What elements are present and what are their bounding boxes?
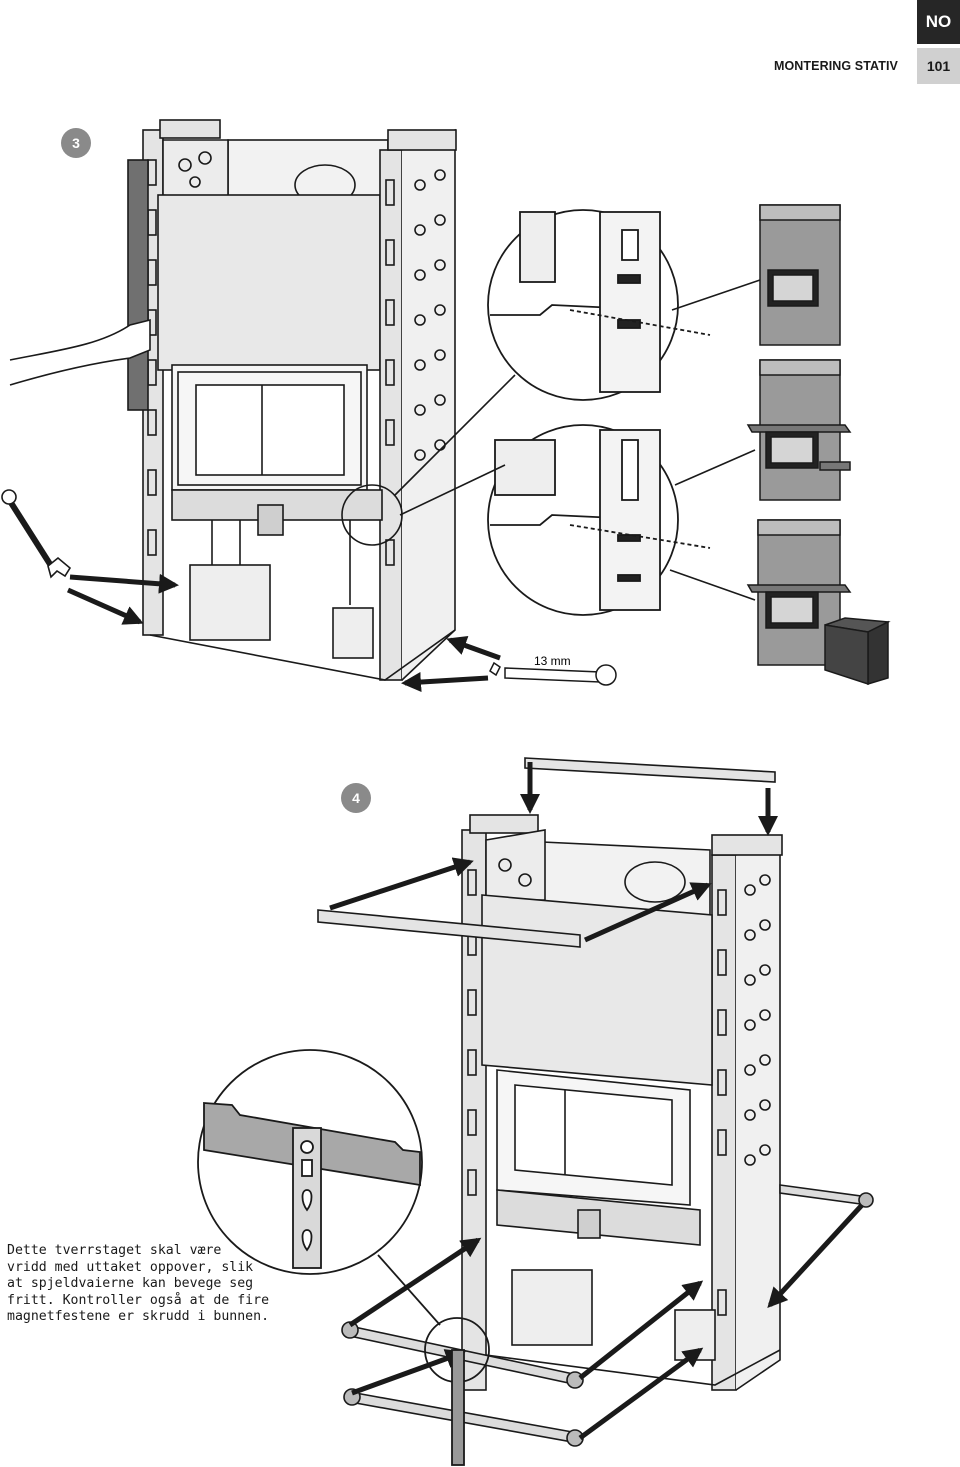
- stove-variant-2: [746, 359, 852, 501]
- wrench-13mm: [489, 661, 617, 686]
- stove-variant-3: [746, 519, 891, 686]
- step-4-illustration: [317, 757, 874, 1447]
- detail-circle-crossbar: [197, 1049, 490, 1466]
- section-title: MONTERING STATIV: [773, 59, 898, 73]
- caption-line: Dette tverrstaget skal være: [7, 1243, 222, 1258]
- page-number: 101: [917, 48, 960, 84]
- step-4-arrows: [329, 762, 864, 1441]
- detail-circle-lower: [487, 424, 711, 616]
- step-3-illustration: [1, 119, 457, 681]
- step-number-badge: 4: [341, 783, 371, 813]
- stove-variant-1: [759, 204, 841, 346]
- caption-line: magnetfestene er skrudd i bunnen.: [7, 1309, 270, 1325]
- caption-line: fritt. Kontroller også at de fire: [7, 1292, 270, 1308]
- step4-right-holes: [467, 869, 771, 1316]
- step-3-arrows: [66, 573, 501, 693]
- wrench-size-label: 13 mm: [534, 654, 571, 668]
- caption-line: vridd med uttaket oppover, slik: [7, 1259, 254, 1275]
- right-side-holes: [385, 169, 446, 566]
- caption-line: at spjeldvaierne kan bevege seg: [7, 1276, 254, 1292]
- step-number-badge: 3: [61, 128, 91, 158]
- detail-circle-upper: [487, 209, 711, 401]
- detail-leader-lines: [341, 279, 761, 601]
- language-tab: NO: [917, 0, 960, 44]
- instruction-caption: Dette tverrstaget skal være vridd med ut…: [7, 1243, 307, 1326]
